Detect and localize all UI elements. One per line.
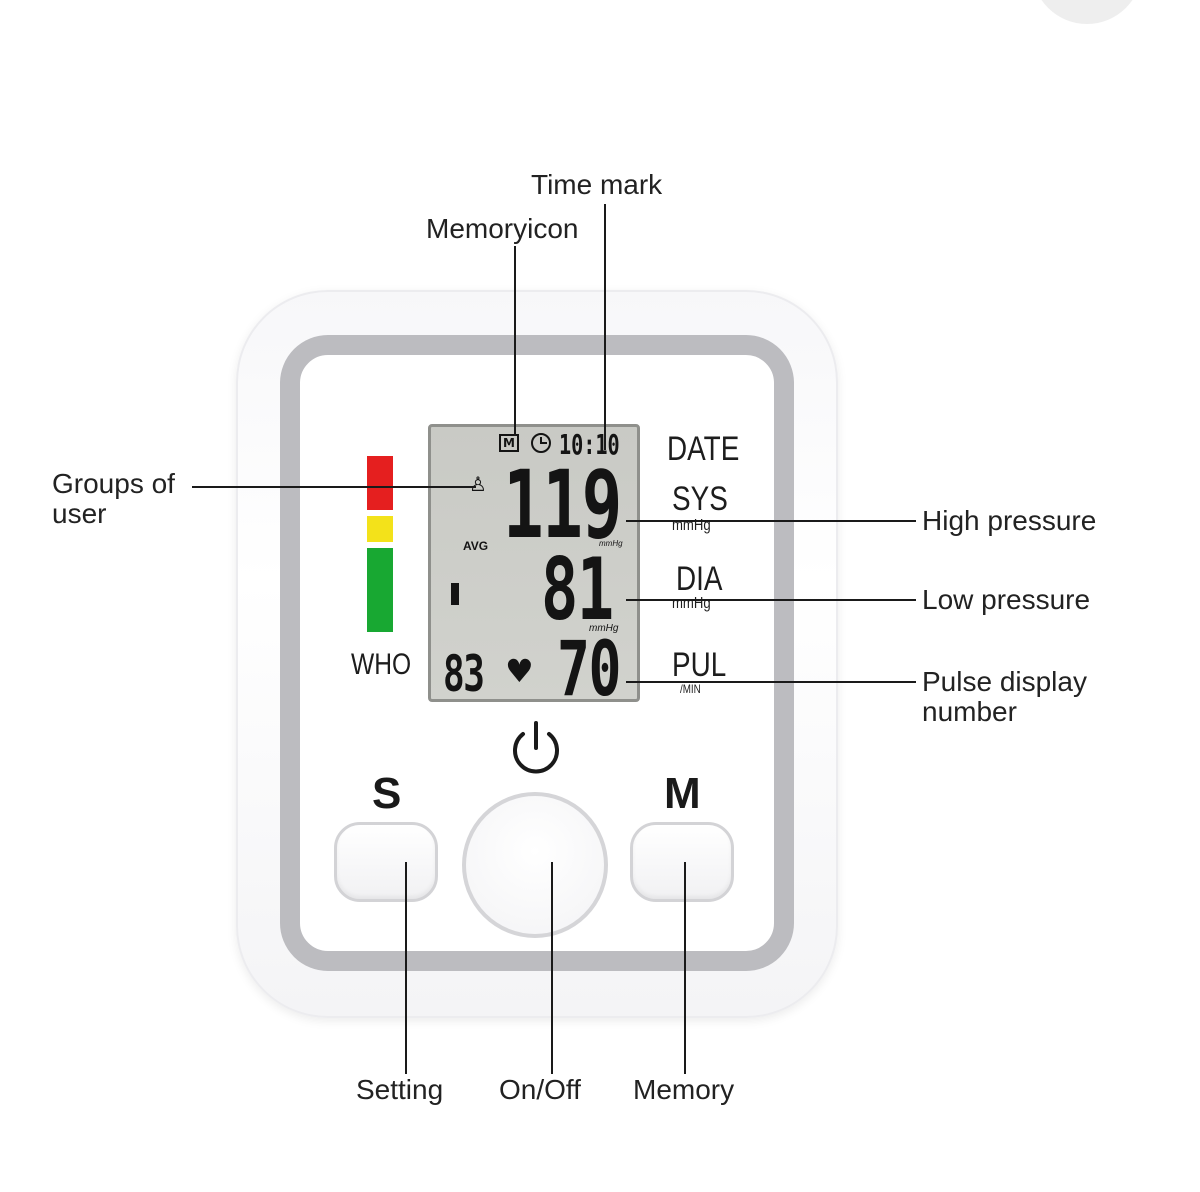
avg-label: AVG bbox=[463, 539, 489, 553]
callout-time-mark: Time mark bbox=[531, 169, 663, 200]
callout-memory-icon: Memoryicon bbox=[426, 213, 579, 244]
diastolic-value: 81 bbox=[541, 540, 614, 640]
time-display: 10:10 bbox=[559, 428, 620, 461]
leader-groups-of-user bbox=[192, 486, 476, 488]
dia-label: DIA bbox=[676, 560, 723, 598]
memory-button[interactable] bbox=[630, 822, 734, 902]
memory-indicator-bar bbox=[451, 583, 459, 605]
corner-shape bbox=[1032, 0, 1142, 24]
callout-pulse-line2: number bbox=[922, 696, 1017, 727]
power-button[interactable] bbox=[462, 792, 608, 938]
callout-setting: Setting bbox=[356, 1074, 444, 1105]
user-group-icon: ♙ bbox=[469, 472, 487, 496]
leader-pulse bbox=[626, 681, 916, 683]
who-level-red bbox=[367, 456, 393, 510]
leader-setting bbox=[405, 862, 407, 1074]
who-label: WHO bbox=[351, 648, 412, 681]
power-icon bbox=[513, 721, 559, 774]
leader-high-pressure bbox=[626, 520, 916, 522]
pulse-value: 70 bbox=[557, 624, 621, 702]
memory-icon: M bbox=[499, 434, 519, 452]
lcd-screen: M 10:10 ♙ 119 AVG mmHg 81 mmHg 83 ♥ 70 bbox=[428, 424, 640, 702]
leader-memory bbox=[684, 862, 686, 1074]
pul-unit: /MIN bbox=[680, 682, 701, 696]
leader-on-off bbox=[551, 862, 553, 1074]
callout-high-pressure: High pressure bbox=[922, 505, 1097, 536]
memory-button-letter: M bbox=[664, 769, 701, 818]
sys-label: SYS bbox=[672, 480, 728, 518]
pul-label: PUL bbox=[672, 646, 727, 684]
setting-button[interactable] bbox=[334, 822, 438, 902]
callout-groups-line2: user bbox=[52, 498, 107, 529]
unit-mmhg-small-1: mmHg bbox=[599, 539, 623, 548]
clock-icon bbox=[531, 433, 551, 453]
callout-on-off: On/Off bbox=[499, 1074, 581, 1105]
callout-memory: Memory bbox=[633, 1074, 735, 1105]
leader-memory-icon bbox=[514, 246, 516, 436]
callout-low-pressure: Low pressure bbox=[922, 584, 1091, 615]
callout-pulse-line1: Pulse display bbox=[922, 666, 1087, 697]
setting-button-letter: S bbox=[372, 769, 402, 818]
leader-low-pressure bbox=[626, 599, 916, 601]
who-level-green bbox=[367, 548, 393, 632]
leader-time-mark bbox=[604, 204, 606, 450]
unit-mmhg-small-2: mmHg bbox=[589, 623, 619, 634]
heart-icon: ♥ bbox=[505, 652, 534, 690]
callout-groups-line1: Groups of bbox=[52, 468, 175, 499]
date-label: DATE bbox=[667, 430, 740, 468]
memory-count: 83 bbox=[443, 645, 485, 702]
who-level-yellow bbox=[367, 516, 393, 542]
systolic-value: 119 bbox=[503, 451, 622, 560]
